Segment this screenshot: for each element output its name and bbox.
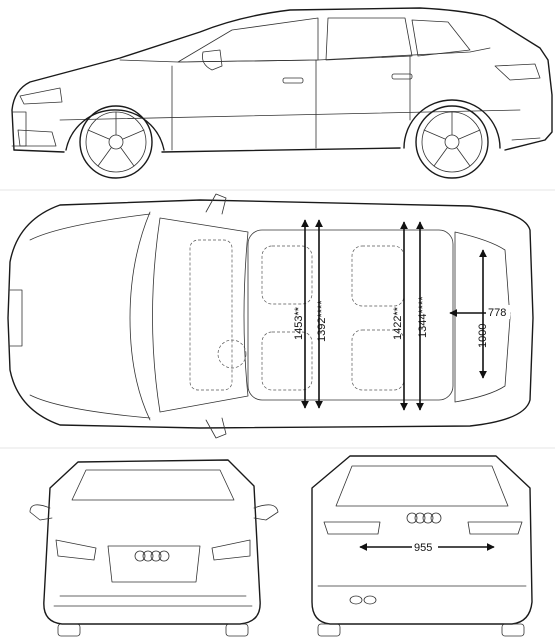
label-trunk-opening: 955 — [414, 542, 432, 554]
side-view — [11, 7, 553, 179]
dimension-front-shoulder: 1392**** — [315, 219, 328, 409]
label-front-shoulder: 1392**** — [316, 300, 328, 342]
dimension-trunk-length: 778 — [449, 305, 511, 319]
top-view — [7, 193, 534, 439]
rear-view — [311, 455, 533, 637]
dimension-trunk-width: 1000 — [477, 249, 489, 379]
dimension-rear-shoulder: 1344**** — [416, 221, 429, 411]
front-view — [29, 459, 279, 637]
label-rear-headroom: 1422** — [392, 306, 404, 340]
label-trunk-length: 778 — [488, 307, 506, 319]
label-rear-shoulder: 1344**** — [417, 296, 429, 338]
dimension-rear-headroom: 1422** — [392, 221, 408, 411]
dimension-trunk-opening: 955 — [359, 539, 495, 554]
dimension-front-headroom: 1453** — [293, 219, 309, 409]
label-trunk-width: 1000 — [477, 324, 489, 348]
label-front-headroom: 1453** — [293, 306, 305, 340]
